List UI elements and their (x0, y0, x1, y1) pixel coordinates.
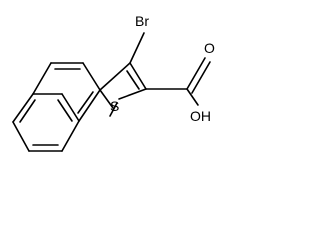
carboxyl-group (145, 57, 211, 106)
double-bond-inner (191, 61, 211, 94)
bond (186, 88, 199, 106)
bond (129, 32, 145, 64)
bond (129, 62, 147, 90)
bond (61, 120, 80, 152)
bond (99, 62, 131, 91)
double-bond-inner (19, 99, 36, 123)
chemical-structure: Br S O OH (12, 13, 215, 152)
bond (186, 57, 206, 90)
bromo-substituent (129, 32, 145, 64)
bond (78, 89, 101, 122)
double-bond-inner (126, 70, 140, 90)
bond (109, 102, 118, 117)
bond (32, 62, 52, 95)
thiophene-ring (99, 62, 147, 117)
bond (12, 121, 30, 152)
double-bond-inner (77, 91, 94, 114)
bond (82, 62, 101, 91)
bond (99, 89, 114, 109)
bond (118, 88, 147, 100)
hydroxyl-label: OH (190, 108, 211, 124)
bond (12, 93, 34, 123)
bromine-label: Br (135, 13, 149, 29)
bond (61, 93, 80, 122)
double-bond-inner (57, 99, 73, 122)
left-benzene-ring (12, 93, 80, 152)
carbonyl-oxygen-label: O (204, 40, 215, 56)
middle-ring (32, 62, 101, 122)
sulfur-label: S (110, 98, 119, 114)
